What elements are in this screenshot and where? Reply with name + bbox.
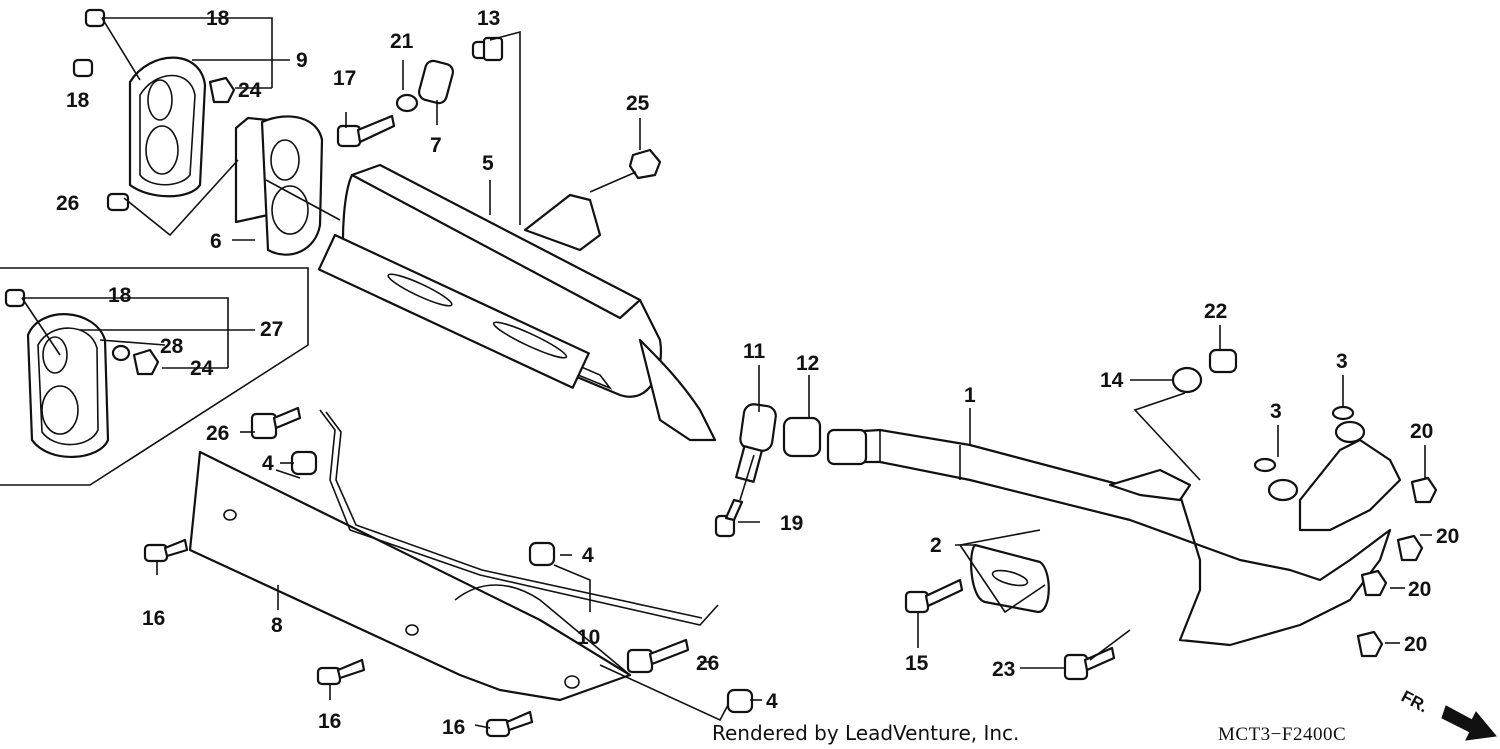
heat-shield-part[interactable] <box>188 450 632 702</box>
muffler-joint-gasket-part[interactable] <box>782 416 822 458</box>
bolt-part[interactable] <box>904 578 964 614</box>
callout-11: 11 <box>743 340 766 363</box>
callout-14: 14 <box>1100 369 1124 392</box>
callout-4: 4 <box>262 452 274 475</box>
washer-part[interactable] <box>1253 457 1277 473</box>
muffler-body-part[interactable] <box>317 163 717 442</box>
callout-4: 4 <box>766 690 778 713</box>
muffler-cap-part[interactable] <box>234 115 324 256</box>
front-direction-indicator: FR. <box>1398 687 1497 741</box>
callout-18: 18 <box>206 7 230 30</box>
cap-nut-part[interactable] <box>1360 569 1388 597</box>
grommet-part[interactable] <box>528 541 556 567</box>
callout-16: 16 <box>442 716 465 739</box>
callout-20: 20 <box>1404 633 1427 656</box>
callout-7: 7 <box>430 134 442 157</box>
callout-20: 20 <box>1408 578 1431 601</box>
cap-nut-part[interactable] <box>1356 630 1384 658</box>
callout-21: 21 <box>390 30 414 53</box>
callout-18: 18 <box>66 89 90 112</box>
callout-27: 27 <box>260 318 283 341</box>
leader-lines <box>21 17 1432 729</box>
callout-9: 9 <box>296 49 308 72</box>
callout-25: 25 <box>626 92 650 115</box>
callout-16: 16 <box>318 710 341 733</box>
collar-part[interactable] <box>1208 348 1238 374</box>
callout-10: 10 <box>577 626 600 649</box>
muffler-protector-upper-part[interactable] <box>128 56 207 198</box>
callout-28: 28 <box>160 335 184 358</box>
muffler-protector-lower-part[interactable] <box>26 313 110 459</box>
callout-labels: 18 9 18 24 26 6 17 21 7 13 5 25 18 27 28… <box>56 7 1459 739</box>
callout-24: 24 <box>190 357 214 380</box>
callout-6: 6 <box>210 230 222 253</box>
bolt-part[interactable] <box>626 638 690 674</box>
diagram-code: MCT3−F2400C <box>1218 724 1346 745</box>
front-label: FR. <box>1398 687 1431 717</box>
grommet-part[interactable] <box>726 688 754 714</box>
collar-part[interactable] <box>417 59 455 105</box>
bolt-part[interactable] <box>485 710 534 738</box>
callout-23: 23 <box>992 658 1015 681</box>
callout-20: 20 <box>1436 525 1459 548</box>
callout-1: 1 <box>964 384 976 407</box>
callout-3: 3 <box>1336 350 1348 373</box>
nut-part[interactable] <box>208 76 236 104</box>
screw-part[interactable] <box>4 288 26 308</box>
screw-part[interactable] <box>84 8 106 28</box>
callout-17: 17 <box>333 67 356 90</box>
cap-nut-part[interactable] <box>1410 476 1438 504</box>
callout-19: 19 <box>780 512 803 535</box>
bolt-part[interactable] <box>471 36 504 62</box>
rendered-by-credit: Rendered by LeadVenture, Inc. <box>712 721 1019 745</box>
bolt-part[interactable] <box>336 114 396 148</box>
callout-12: 12 <box>796 352 819 375</box>
screw-part[interactable] <box>72 58 94 78</box>
bolt-part[interactable] <box>316 658 366 686</box>
bolt-part[interactable] <box>714 498 744 538</box>
callout-24: 24 <box>238 79 262 102</box>
protector-group-frame <box>0 267 309 486</box>
nut-part[interactable] <box>132 348 160 376</box>
callout-8: 8 <box>271 614 283 637</box>
callout-15: 15 <box>905 652 929 675</box>
callout-13: 13 <box>477 7 500 30</box>
rubber-mount-part[interactable] <box>1171 366 1203 394</box>
callout-26: 26 <box>56 192 79 215</box>
bolt-part[interactable] <box>143 538 189 563</box>
shield-stay-part[interactable] <box>319 409 719 626</box>
callout-26: 26 <box>206 422 229 445</box>
callout-20: 20 <box>1410 420 1433 443</box>
washer-part[interactable] <box>111 344 131 362</box>
muffler-band-part[interactable] <box>735 403 777 483</box>
washer-part[interactable] <box>395 93 419 113</box>
callout-5: 5 <box>482 152 494 175</box>
callout-26: 26 <box>696 652 719 675</box>
callout-16: 16 <box>142 607 165 630</box>
grommet-part[interactable] <box>290 450 318 476</box>
screw-part[interactable] <box>106 192 130 212</box>
callout-18: 18 <box>108 284 132 307</box>
bolt-part[interactable] <box>1063 646 1116 681</box>
nut-part[interactable] <box>628 148 662 180</box>
callout-3: 3 <box>1270 400 1282 423</box>
callout-22: 22 <box>1204 300 1227 323</box>
cap-nut-part[interactable] <box>1396 534 1424 562</box>
callout-4: 4 <box>582 544 594 567</box>
bolt-part[interactable] <box>250 406 302 440</box>
front-arrow-icon <box>1441 705 1497 741</box>
callout-2: 2 <box>930 534 942 557</box>
washer-part[interactable] <box>1331 405 1355 421</box>
